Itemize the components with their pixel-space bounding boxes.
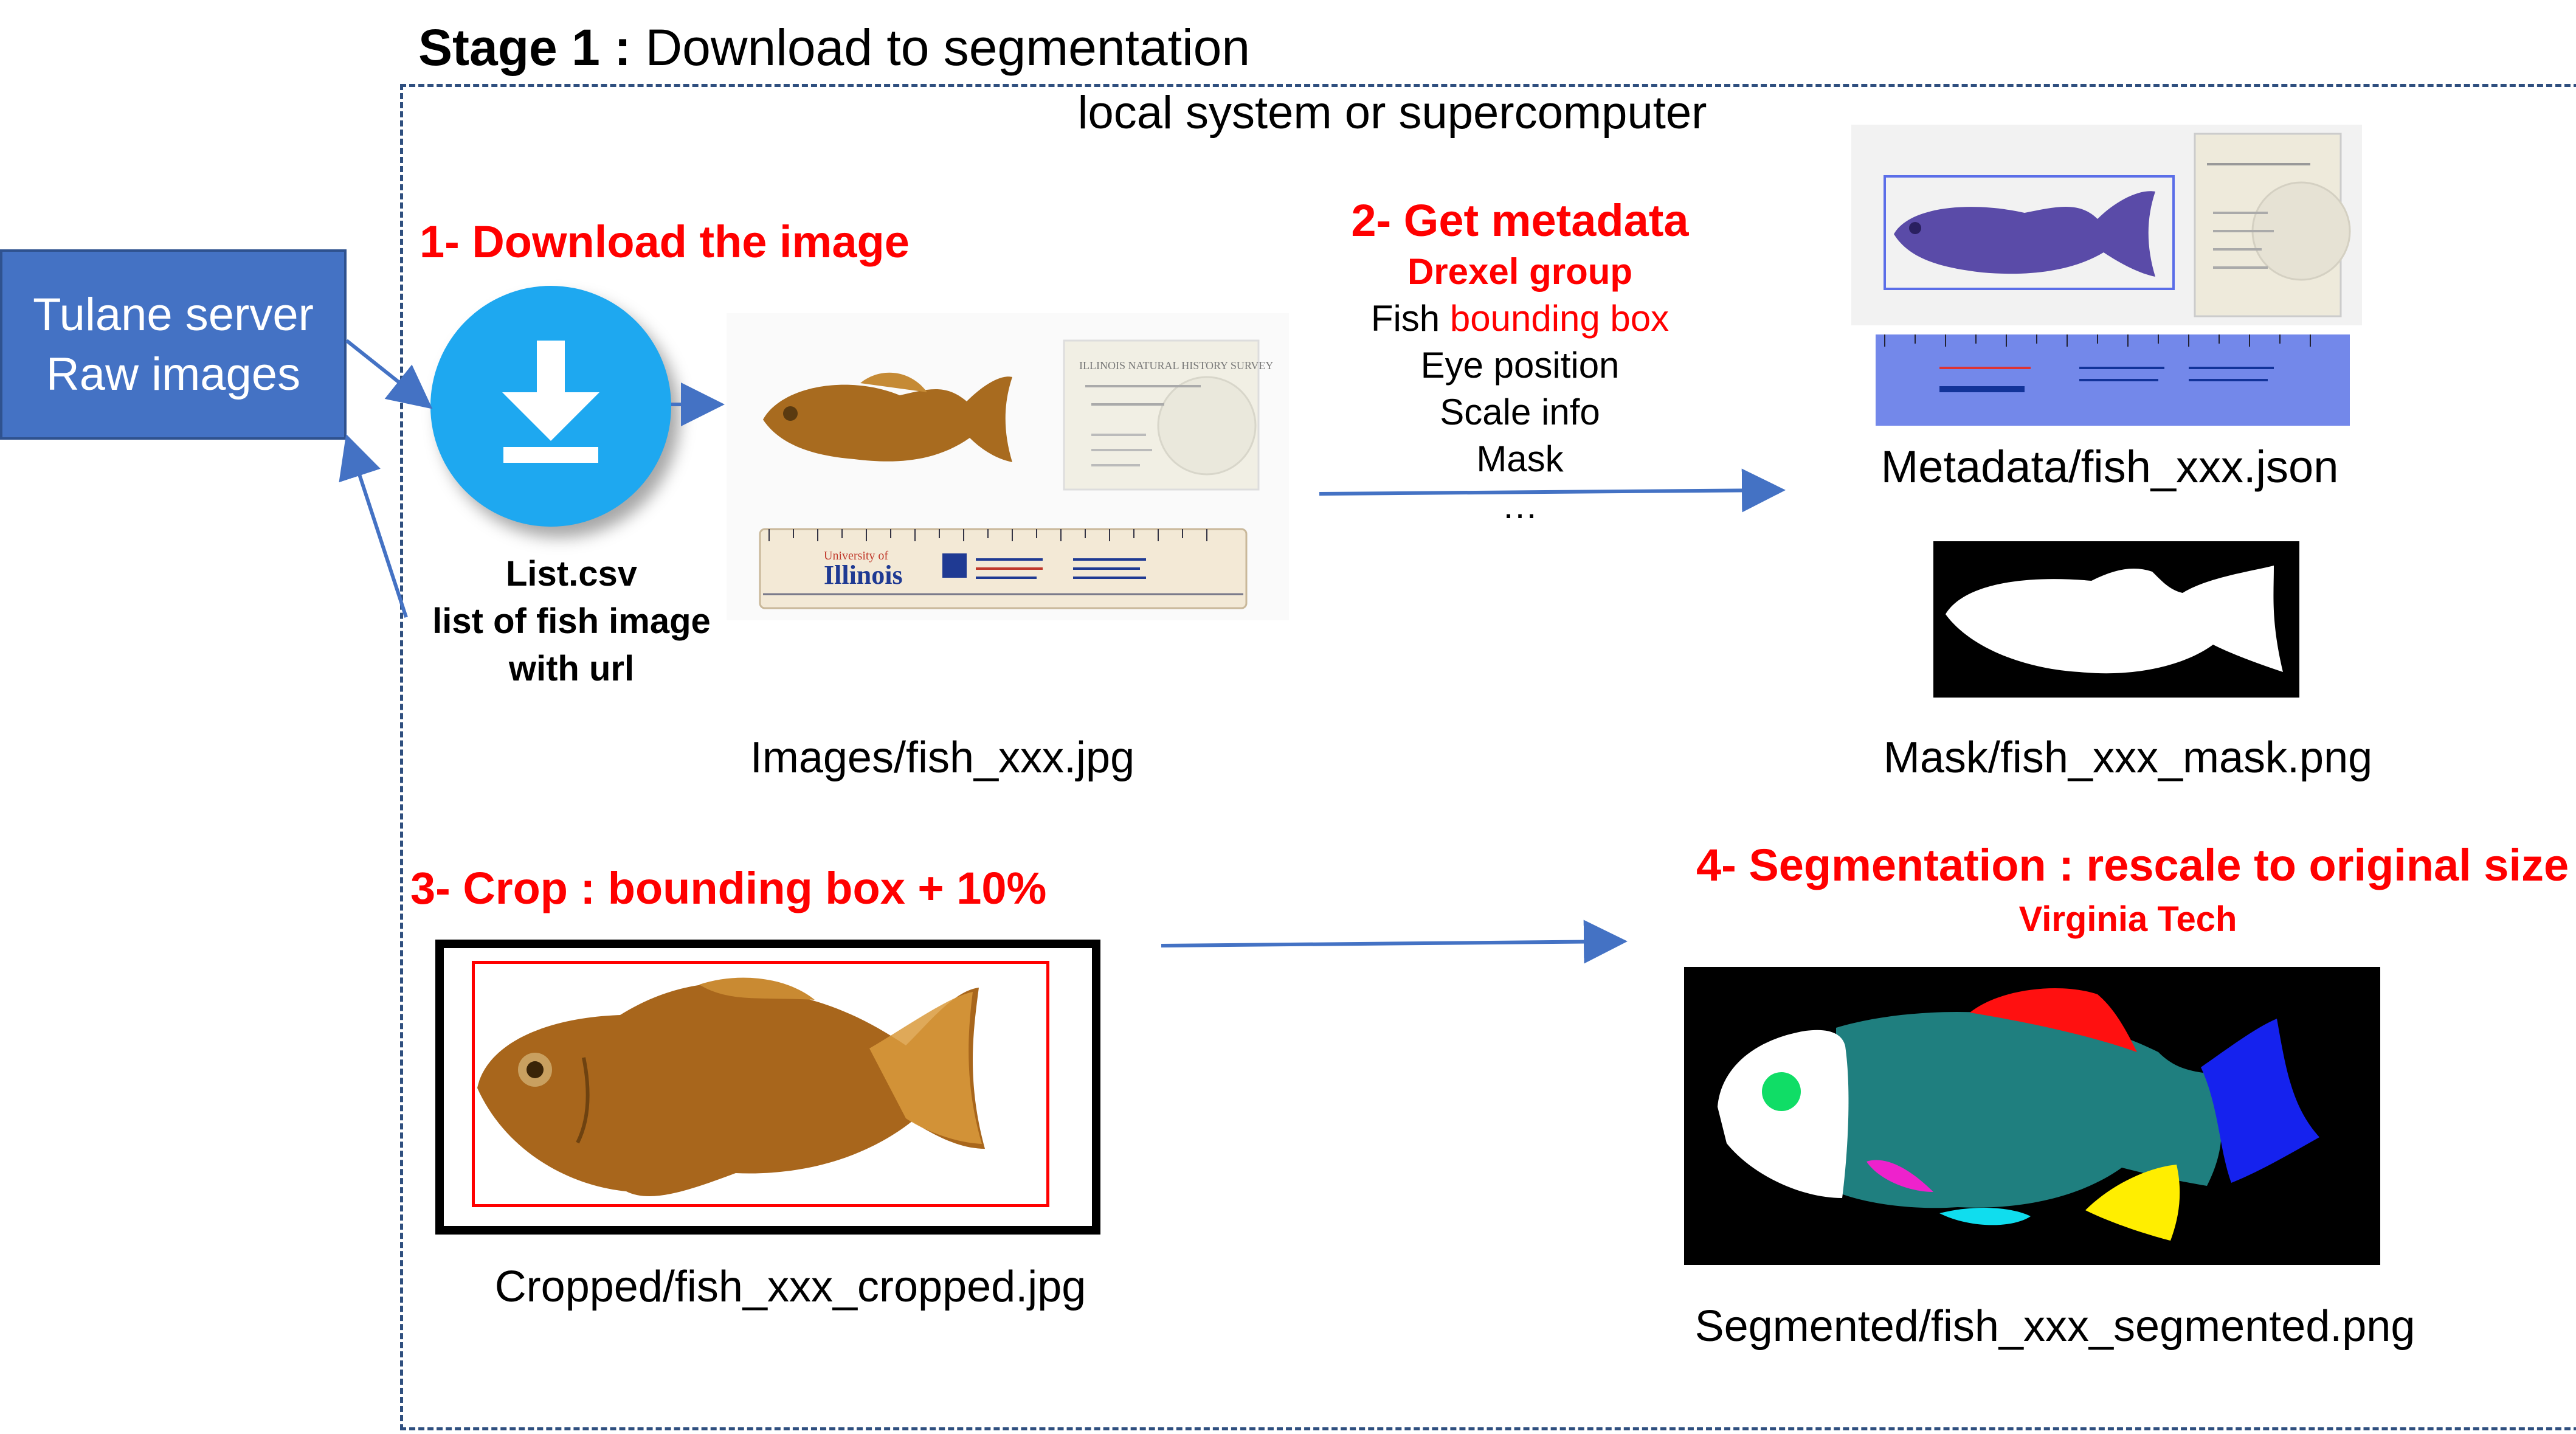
stage-title-number: Stage 1 : bbox=[418, 19, 632, 76]
step4-title: 4- Segmentation : rescale to original si… bbox=[1696, 840, 2569, 890]
images-label: Images/fish_xxx.jpg bbox=[750, 733, 1135, 782]
step2-item-eye: Eye position bbox=[1420, 345, 1620, 386]
metadata-illustration bbox=[1851, 125, 2362, 426]
raw-fish-illustration: ILLINOIS NATURAL HISTORY SURVEY Universi… bbox=[759, 339, 1273, 609]
step2-item-bounding-box: Fish bounding box bbox=[1301, 295, 1739, 342]
step2-item-ellipsis: … bbox=[1502, 485, 1538, 526]
csv-line3: with url bbox=[508, 649, 635, 688]
bounding-box-rectangle bbox=[472, 961, 1049, 1207]
step3-title: 3- Crop : bounding box + 10% bbox=[410, 863, 1047, 913]
system-label: local system or supercomputer bbox=[1077, 87, 1707, 139]
cropped-fish-illustration bbox=[477, 977, 985, 1197]
metadata-image bbox=[1848, 122, 2365, 432]
ruler-illinois-text: Illinois bbox=[824, 560, 903, 590]
mask-image bbox=[1933, 541, 2299, 698]
cropped-image-frame bbox=[435, 940, 1100, 1235]
segmented-fish-illustration bbox=[1718, 988, 2319, 1241]
stage-title: Stage 1 : Download to segmentation bbox=[418, 18, 1250, 77]
step2-block: 2- Get metadata Drexel group Fish boundi… bbox=[1301, 193, 1739, 529]
csv-line2: list of fish image bbox=[432, 601, 711, 641]
download-icon bbox=[430, 286, 671, 527]
segmented-label: Segmented/fish_xxx_segmented.png bbox=[1694, 1302, 2415, 1351]
mask-label: Mask/fish_xxx_mask.png bbox=[1883, 733, 2373, 782]
tulane-server-box: Tulane server Raw images bbox=[0, 249, 347, 440]
segmented-image bbox=[1684, 967, 2380, 1265]
raw-fish-image: ILLINOIS NATURAL HISTORY SURVEY Universi… bbox=[727, 313, 1289, 620]
item1-highlight: bounding box bbox=[1449, 298, 1670, 339]
step2-item-mask: Mask bbox=[1476, 438, 1564, 479]
cropped-label: Cropped/fish_xxx_cropped.jpg bbox=[494, 1263, 1086, 1311]
mask-silhouette bbox=[1946, 566, 2283, 674]
step2-item-scale: Scale info bbox=[1440, 392, 1600, 432]
arrow-back-to-server bbox=[339, 434, 408, 618]
csv-description: List.csv list of fish image with url bbox=[420, 550, 723, 693]
metadata-label: Metadata/fish_xxx.json bbox=[1880, 442, 2339, 492]
download-arrow-icon bbox=[502, 341, 599, 463]
csv-filename: List.csv bbox=[506, 554, 637, 594]
step2-group: Drexel group bbox=[1407, 251, 1633, 292]
step4-group: Virginia Tech bbox=[2018, 899, 2237, 939]
item1-prefix: Fish bbox=[1370, 298, 1450, 339]
ruler-university-text: University of bbox=[824, 549, 888, 563]
server-line1: Tulane server bbox=[33, 288, 314, 341]
stage-title-text: Download to segmentation bbox=[645, 19, 1251, 76]
step1-title: 1- Download the image bbox=[420, 216, 910, 267]
stage-boundary bbox=[400, 84, 2576, 1430]
step2-title: 2- Get metadata bbox=[1351, 195, 1689, 246]
label-card-text: ILLINOIS NATURAL HISTORY SURVEY bbox=[1079, 359, 1273, 372]
server-line2: Raw images bbox=[46, 348, 301, 400]
